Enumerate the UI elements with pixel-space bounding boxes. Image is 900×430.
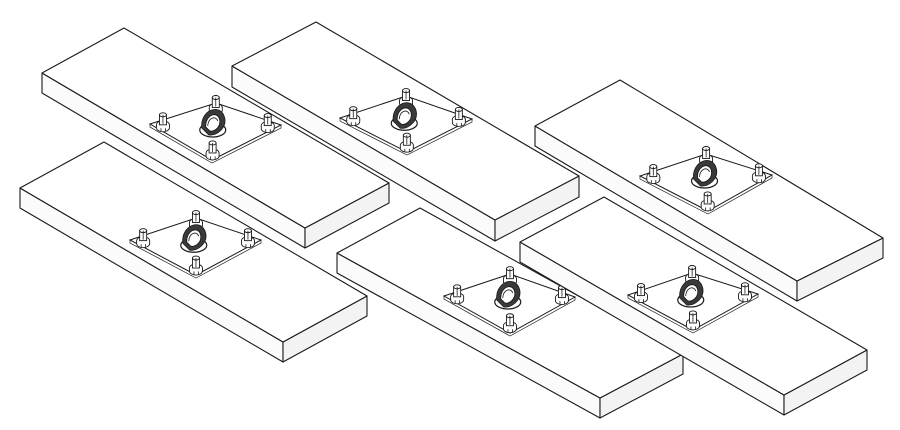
bolt — [751, 163, 766, 184]
slabs-group — [19, 21, 884, 419]
lifting-ring — [180, 224, 208, 253]
bolt — [700, 191, 715, 212]
lifting-ring — [690, 159, 719, 189]
slab-front-right — [519, 196, 868, 416]
bolt — [450, 284, 465, 305]
fixture — [626, 265, 760, 334]
lifting-ring — [677, 278, 705, 308]
fixture — [638, 146, 774, 215]
bolt — [451, 106, 466, 127]
slab-back-center — [231, 21, 580, 242]
bolt — [502, 313, 517, 334]
slab-front-left — [19, 141, 368, 363]
bolt — [503, 266, 517, 287]
lifting-ring — [494, 280, 522, 310]
lifting-ring — [199, 108, 227, 138]
bolt — [634, 283, 648, 304]
bolt — [738, 282, 752, 303]
bolt — [240, 228, 255, 249]
bolt — [136, 228, 151, 249]
bolt — [155, 112, 170, 133]
bolt — [260, 113, 275, 134]
fixture — [338, 88, 474, 156]
bolt — [205, 140, 220, 161]
lifting-ring — [390, 102, 418, 131]
bolt — [399, 132, 414, 153]
bolt — [188, 255, 203, 276]
fixture — [128, 210, 263, 279]
bolt — [685, 310, 700, 331]
bolt — [346, 106, 361, 127]
bolt — [555, 285, 569, 306]
fixture — [148, 95, 283, 164]
slab-back-right — [534, 79, 884, 302]
bolt — [646, 164, 661, 185]
fixture — [442, 266, 577, 337]
slab-front-center — [336, 207, 684, 419]
slab-back-left — [41, 27, 390, 249]
